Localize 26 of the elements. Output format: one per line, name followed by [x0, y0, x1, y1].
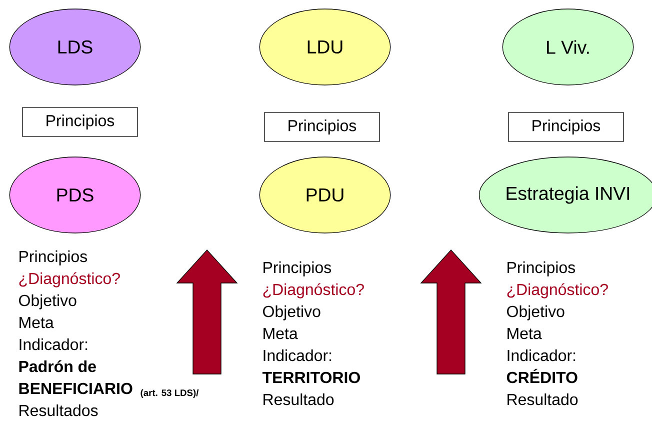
list-item: Objetivo — [19, 294, 76, 310]
list-item: Meta — [264, 328, 298, 340]
list-item: Objetivo — [263, 305, 320, 320]
list-item: Principios — [264, 261, 332, 276]
list-item: Meta — [20, 317, 54, 328]
list-item: Principios — [20, 250, 88, 266]
list-item: Resultados — [20, 404, 98, 416]
list-item: ¿Diagnóstico? — [19, 272, 120, 288]
list-item: Resultado — [508, 393, 578, 406]
list-item: Indicador: — [264, 349, 332, 362]
list-item: CRÉDITO — [506, 368, 578, 384]
list-item: ¿Diagnóstico? — [263, 283, 364, 298]
list-item: ¿Diagnóstico? — [507, 283, 608, 298]
list-item: Padrón de — [19, 360, 96, 372]
list-item: TERRITORIO — [262, 372, 360, 384]
list-item: Principios — [508, 261, 576, 276]
list-item: Indicador: — [508, 349, 576, 362]
text-box: Principios — [264, 112, 380, 142]
list-item: Resultado — [264, 393, 334, 406]
list-item: BENEFICIARIO — [19, 382, 132, 394]
text-box: Principios — [508, 112, 624, 142]
list-item: (art. 53 LDS)/ — [140, 389, 199, 398]
list-item: Indicador: — [20, 338, 88, 350]
list-item: Meta — [508, 328, 542, 340]
list-item: Objetivo — [507, 305, 564, 320]
text-box: Principios — [22, 107, 138, 137]
